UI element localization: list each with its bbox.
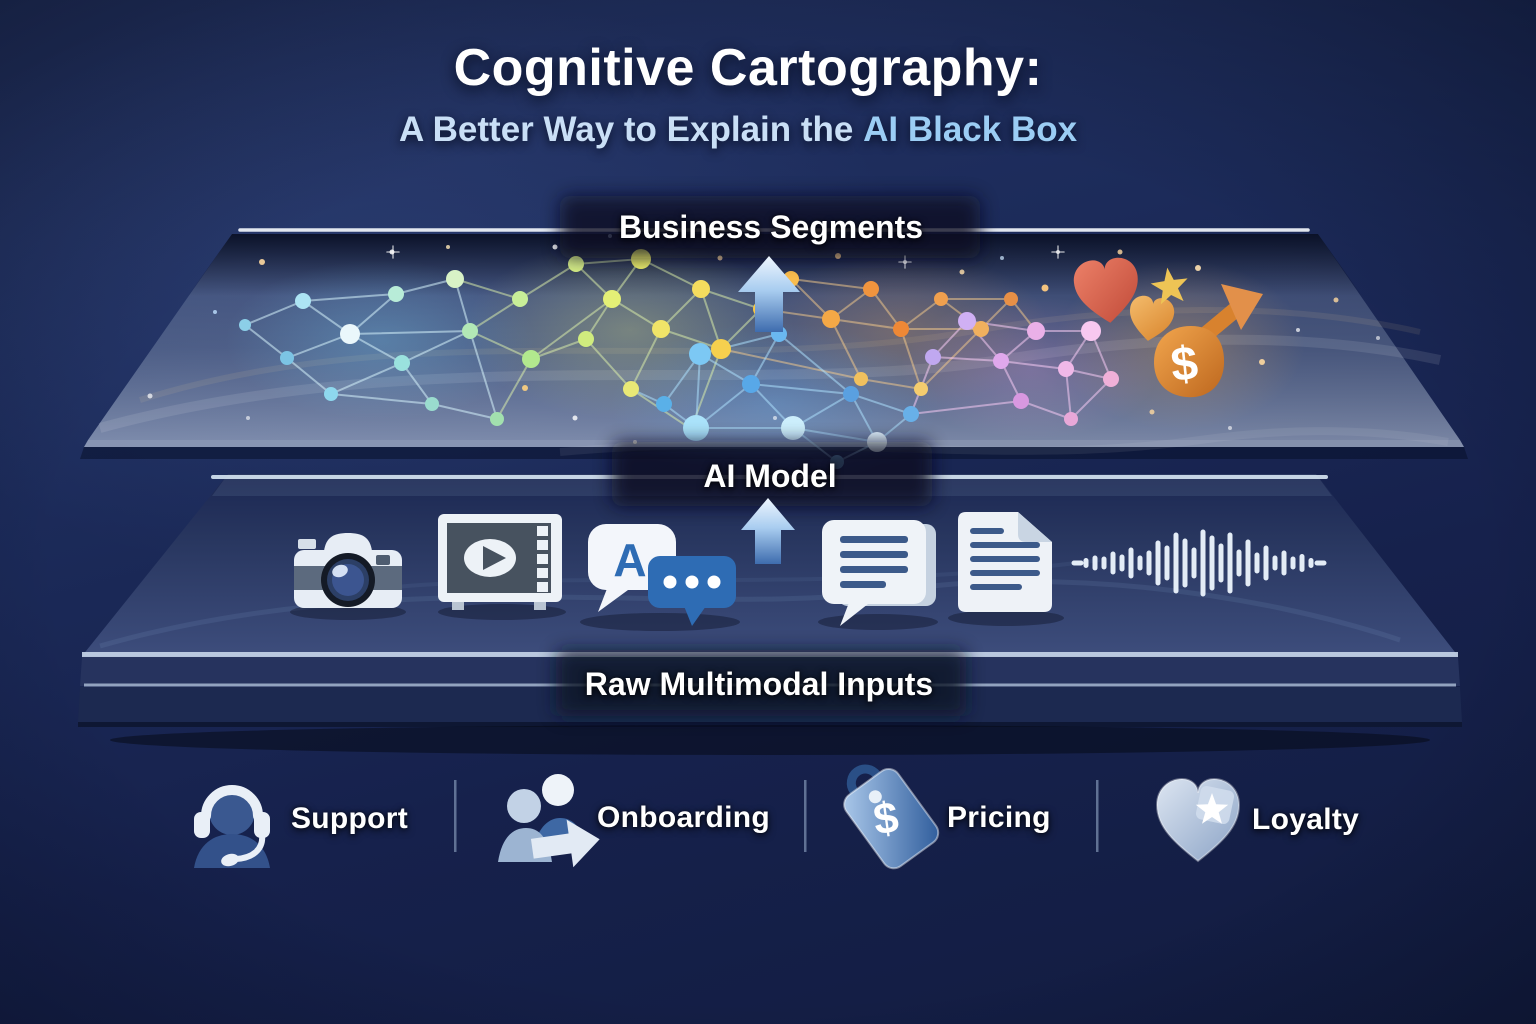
video-player-icon: [438, 514, 562, 610]
business-segments-label: Business Segments: [618, 209, 924, 245]
legend-label-pricing: Pricing: [947, 801, 1051, 834]
loyalty-heart-icon: [1156, 778, 1240, 862]
legend-label-support: Support: [291, 802, 409, 835]
legend-dividers: [454, 780, 1099, 852]
up-arrow-icon: [741, 498, 795, 564]
page-subtitle: A Better Way to Explain the AI Black Box: [0, 110, 1476, 150]
raw-inputs-label: Raw Multimodal Inputs: [584, 666, 934, 702]
onboarding-people-icon: [498, 774, 600, 868]
document-icon: [958, 512, 1052, 612]
chat-messages-icon: [822, 520, 936, 626]
ai-model-backdrop: [612, 442, 932, 506]
star-icon: [1150, 267, 1188, 305]
ai-model-label: AI Model: [703, 458, 837, 494]
support-headset-icon: [194, 785, 270, 868]
camera-icon: [294, 533, 402, 608]
subtitle-prefix: A Better Way to Explain the: [398, 110, 854, 149]
raw-label-backdrop: [556, 650, 966, 716]
pricing-tag-icon: $: [843, 764, 940, 870]
subtitle-highlight: AI Black Box: [863, 110, 1078, 149]
up-arrow-icon: [738, 256, 800, 332]
translate-chat-icon: A: [588, 524, 736, 626]
audio-waveform-icon: [1071, 529, 1327, 597]
dollar-symbol: $: [1168, 337, 1200, 393]
page-title: Cognitive Cartography:: [453, 39, 1043, 97]
dollar-growth-arrow-icon: $: [1154, 284, 1263, 398]
translate-letter: A: [613, 534, 646, 586]
business-label-backdrop: [560, 196, 980, 258]
legend-label-loyalty: Loyalty: [1252, 803, 1360, 836]
legend-label-onboarding: Onboarding: [597, 801, 770, 834]
